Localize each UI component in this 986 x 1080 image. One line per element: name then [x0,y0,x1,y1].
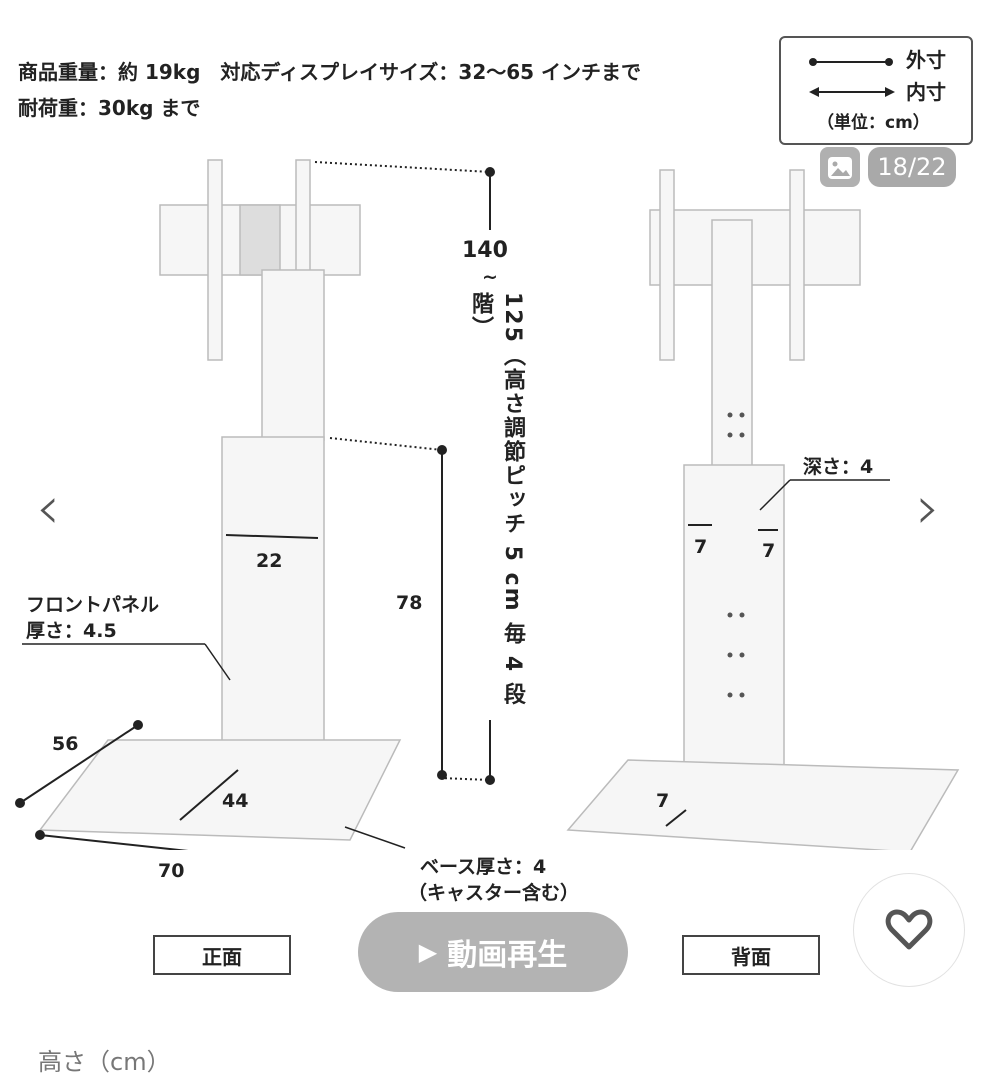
play-icon: ▶ [418,938,438,966]
dim-height-tilde: ~ [482,266,498,288]
spec-weight-size: 商品重量：約 19kg 対応ディスプレイサイズ：32～65 インチまで [18,60,642,84]
spec-load: 耐荷重：30kg まで [18,96,201,120]
chevron-right-icon: › [916,473,940,543]
dim-base-width: 70 [158,860,185,882]
image-counter: 18/22 [868,147,956,187]
dim-column-width: 22 [256,550,283,572]
dim-height-range: 125（高さ調節ピッチ 5 cm 毎 4 段階） [468,292,525,707]
favorite-button[interactable] [853,873,965,987]
dim-depth: 深さ：4 [803,456,874,478]
dimension-legend: 外寸 内寸 （単位：cm） [779,36,973,145]
dim-rear-right: 7 [762,540,776,562]
previous-image-button[interactable]: ‹ [36,478,60,538]
dim-front-panel-thickness: 厚さ：4.5 [26,620,117,642]
play-video-label: 動画再生 [447,938,568,973]
attribute-label-height: 高さ（cm） [38,1048,171,1076]
legend-lines [809,58,895,97]
legend-outer: 外寸 [906,48,946,72]
dim-column-depth: 44 [222,790,249,812]
image-icon [820,147,860,187]
legend-inner: 内寸 [906,80,946,104]
chevron-left-icon: ‹ [36,473,60,543]
dim-rear-left: 7 [694,536,708,558]
next-image-button[interactable]: › [916,478,940,538]
back-view-label: 背面 [682,935,820,975]
dim-height-max: 140 [462,238,508,263]
heart-icon [885,909,933,950]
dim-base-thickness-note: （キャスター含む） [408,882,580,904]
tv-stand-drawing [15,159,960,850]
dim-rear-base: 7 [656,790,670,812]
dim-base-depth: 56 [52,733,79,755]
dim-column-height: 78 [396,592,423,614]
front-view-label: 正面 [153,935,291,975]
play-video-button[interactable]: ▶ 動画再生 [358,912,628,992]
dim-front-panel: フロントパネル [26,594,160,616]
dim-base-thickness: ベース厚さ：4 [420,856,547,878]
legend-unit: （単位：cm） [817,113,930,133]
